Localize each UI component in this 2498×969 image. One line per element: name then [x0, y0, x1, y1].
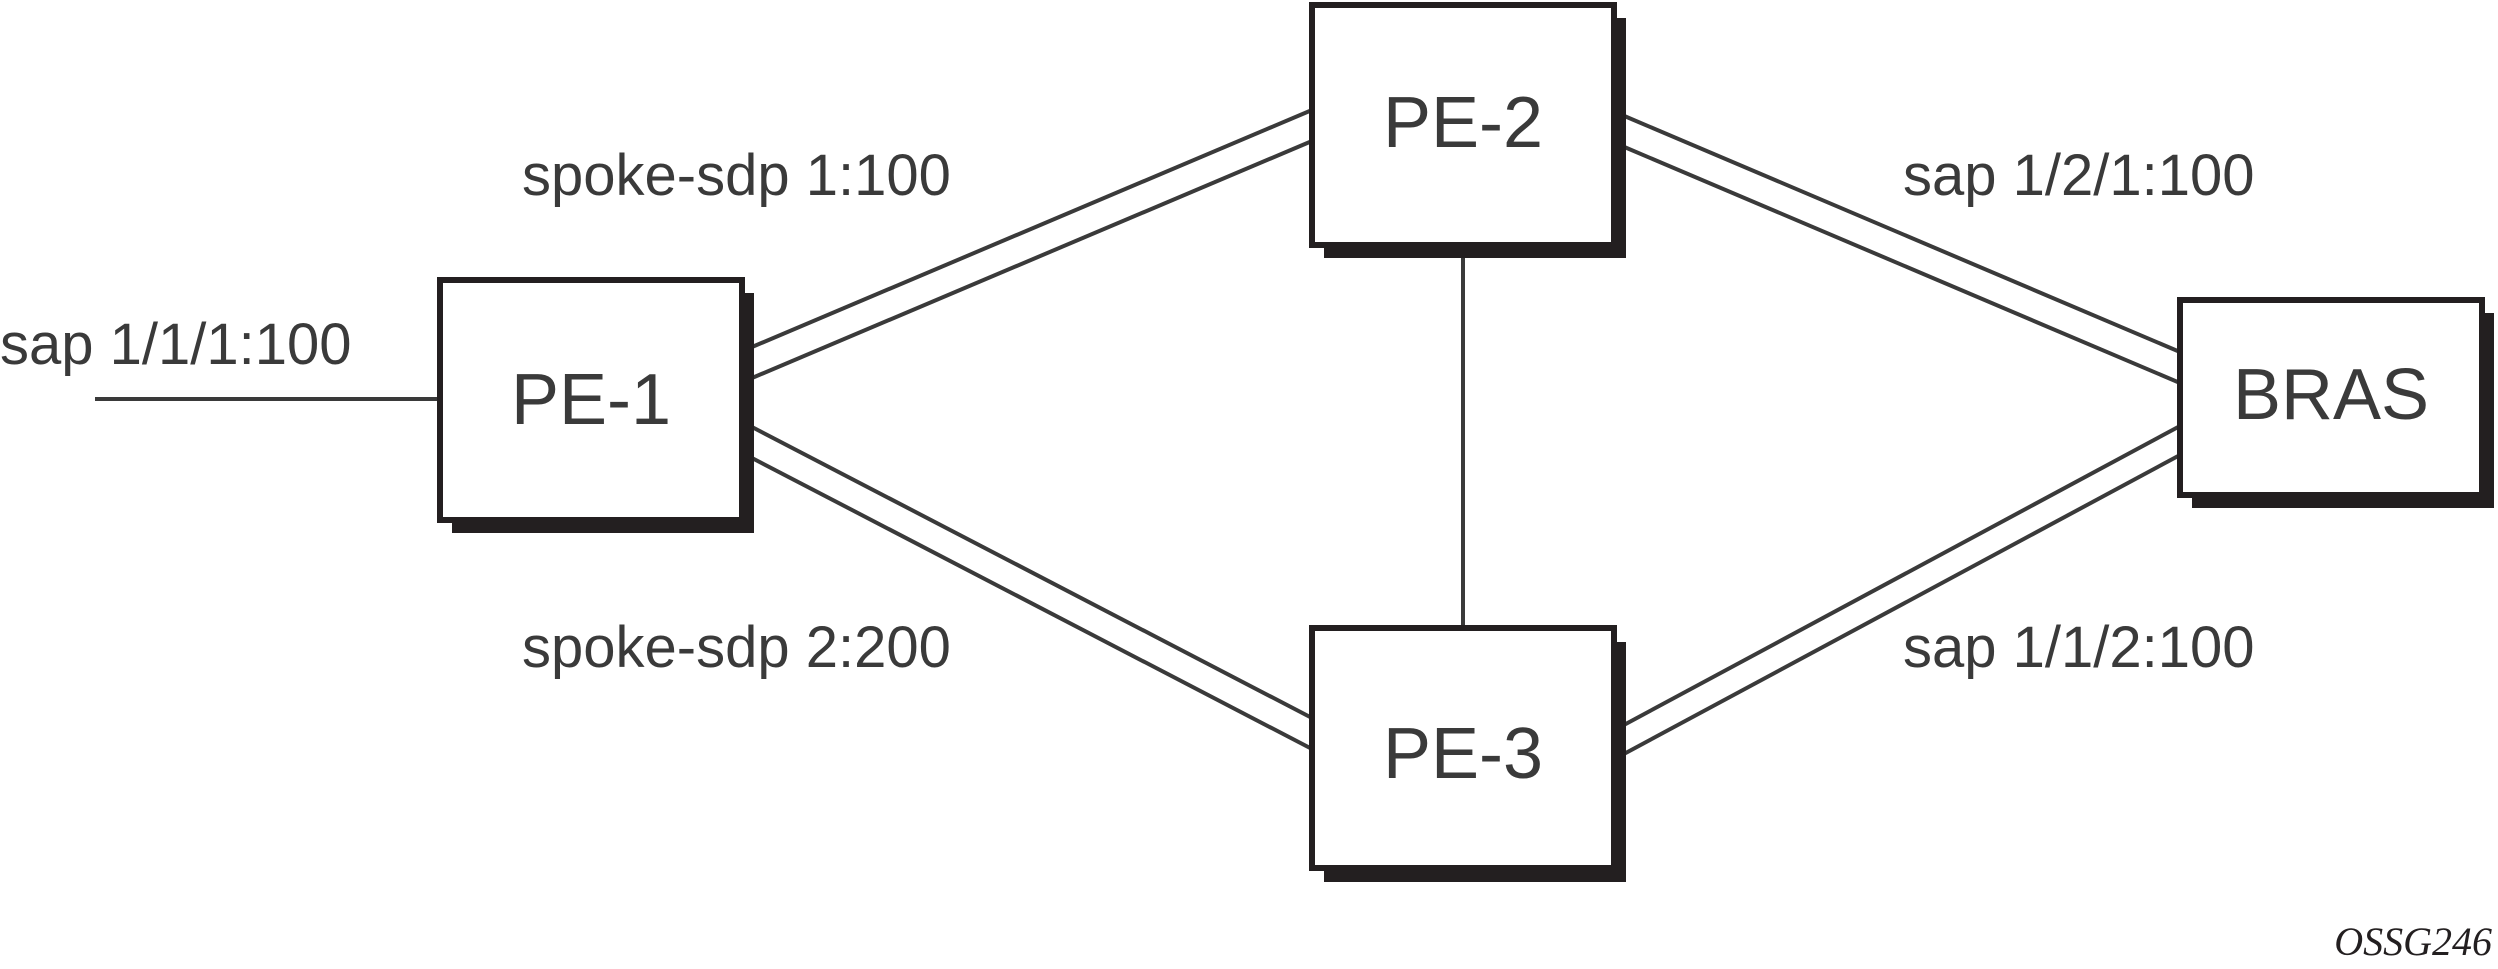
- link-pe1-pe2-label: spoke-sdp 1:100: [522, 143, 951, 208]
- access-link-label: sap 1/1/1:100: [0, 312, 352, 377]
- node-bras-label: BRAS: [2233, 355, 2429, 435]
- node-pe3-label: PE-3: [1383, 714, 1543, 794]
- link-pe1-pe3: [751, 425, 1313, 751]
- link-pe1-pe3-label: spoke-sdp 2:200: [522, 615, 951, 680]
- node-pe2-label: PE-2: [1383, 83, 1543, 163]
- node-pe1-label: PE-1: [511, 360, 671, 440]
- link-pe2-bras: [1621, 113, 2181, 385]
- link-pe2-bras-label: sap 1/2/1:100: [1903, 143, 2255, 208]
- node-pe3: PE-3: [1309, 625, 1626, 882]
- figure-id: OSSG246: [2334, 919, 2492, 964]
- node-pe1: PE-1: [437, 277, 754, 533]
- link-pe3-bras: [1621, 424, 2181, 757]
- link-pe3-bras-label: sap 1/1/2:100: [1903, 615, 2255, 680]
- node-bras: BRAS: [2177, 297, 2494, 508]
- link-pe1-pe2: [751, 108, 1313, 380]
- node-pe2: PE-2: [1309, 2, 1626, 258]
